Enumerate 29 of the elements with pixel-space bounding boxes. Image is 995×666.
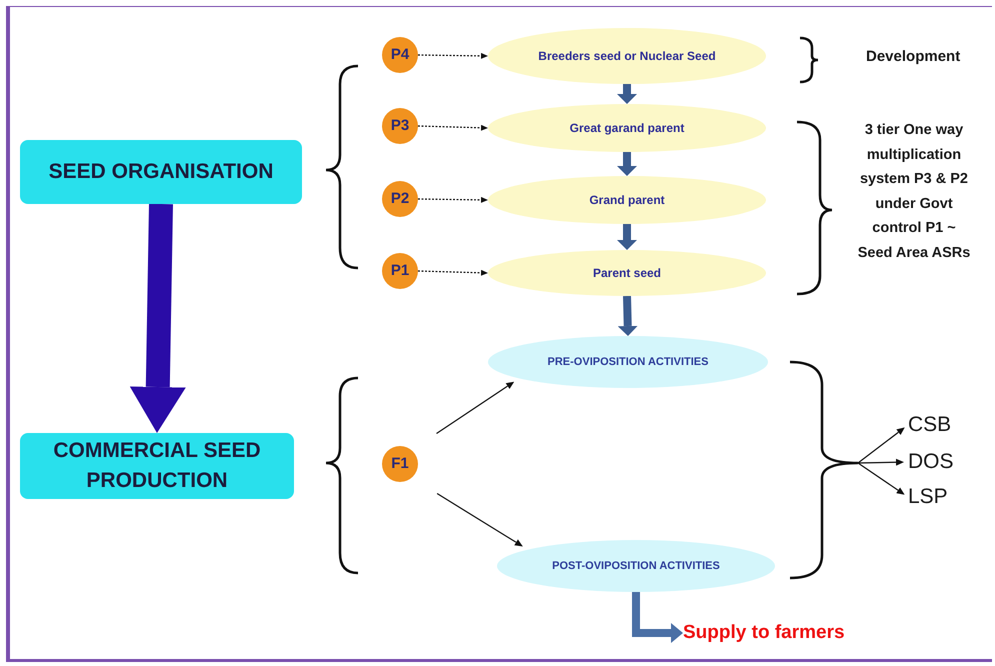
arrow: [632, 592, 683, 643]
arrow: [436, 382, 514, 434]
activity-ellipse: POST-OVIPOSITION ACTIVITIES: [497, 540, 775, 592]
arrow: [418, 196, 488, 203]
seed-stage-ellipse: Great garand parent: [488, 104, 766, 152]
outlet-label: LSP: [908, 482, 964, 512]
activity-ellipse: PRE-OVIPOSITION ACTIVITIES: [488, 336, 768, 388]
seed-stage-ellipse: Grand parent: [488, 176, 766, 224]
arrow: [436, 493, 523, 546]
arrow: [858, 427, 905, 464]
arrow: [130, 204, 186, 433]
seed-stage-ellipse: Parent seed: [488, 250, 766, 296]
arrow: [418, 124, 488, 131]
arrow: [617, 224, 637, 250]
stage-box: COMMERCIAL SEED PRODUCTION: [20, 433, 294, 499]
seed-stage-ellipse: Breeders seed or Nuclear Seed: [488, 28, 766, 84]
arrow: [618, 296, 638, 336]
arrow: [858, 462, 905, 495]
outlet-label: DOS: [908, 447, 968, 477]
development-note: Development: [866, 47, 960, 67]
arrow: [617, 84, 637, 104]
arrow: [617, 152, 637, 176]
arrow: [418, 270, 488, 276]
tier-system-note: 3 tier One way multiplication system P3 & P2 under Govt control P1 ~ Seed Area ASRs: [856, 121, 972, 262]
stage-box: SEED ORGANISATION: [20, 140, 302, 204]
outlet-label: CSB: [908, 410, 964, 440]
supply-label: Supply to farmers: [683, 619, 883, 647]
arrow: [858, 458, 904, 466]
arrow: [418, 52, 488, 59]
